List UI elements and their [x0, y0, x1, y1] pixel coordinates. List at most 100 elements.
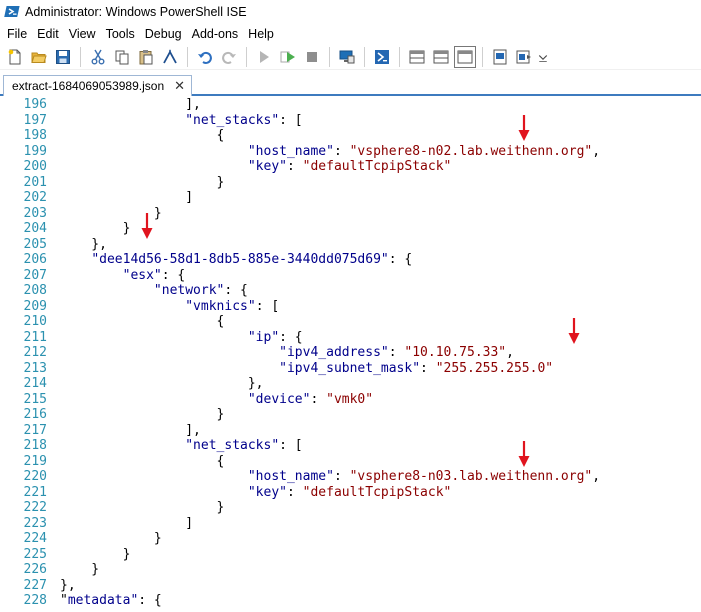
code-line: 207 "esx": {	[0, 268, 701, 284]
line-number: 215	[23, 391, 47, 407]
stop-button[interactable]	[301, 46, 323, 68]
json-key: "dee14d56-58d1-8db5-885e-3440dd075d69"	[91, 252, 389, 267]
cut-icon	[91, 49, 105, 64]
script-editor[interactable]: 196 ],197 "net_stacks": [198 {199 "host_…	[0, 97, 701, 612]
line-number: 204	[23, 221, 47, 236]
line-number: 198	[23, 128, 47, 143]
show-script-maximized-button[interactable]	[454, 45, 476, 68]
json-string: "10.10.75.33"	[404, 345, 507, 360]
code-text: "network": {	[60, 283, 248, 299]
json-punct: }	[60, 500, 225, 515]
json-punct	[60, 485, 248, 500]
json-punct	[60, 330, 248, 345]
show-command-window-button[interactable]	[489, 46, 511, 68]
chevron-down-icon	[538, 54, 548, 62]
save-button[interactable]	[52, 46, 74, 68]
json-string: "vsphere8-n03.lab.weithenn.org"	[349, 469, 593, 484]
paste-button[interactable]	[135, 46, 157, 68]
menu-view[interactable]: View	[68, 27, 96, 41]
copy-button[interactable]	[111, 46, 133, 68]
json-punct	[60, 268, 123, 283]
json-key: "host_name"	[247, 143, 334, 159]
json-punct: }	[60, 174, 225, 190]
new-file-button[interactable]	[4, 46, 26, 68]
code-line: 226 }	[0, 562, 701, 578]
json-punct: ],	[60, 422, 201, 438]
code-line: 218 "net_stacks": [	[0, 438, 701, 454]
red-arrow-icon	[141, 213, 153, 239]
json-key: "ip"	[247, 329, 280, 345]
json-punct: "	[60, 593, 68, 608]
json-key: "network"	[153, 283, 225, 298]
json-punct: ],	[60, 97, 201, 112]
json-key: metadata"	[67, 593, 139, 608]
line-number: 207	[23, 267, 47, 283]
show-command-addon-icon	[516, 50, 531, 63]
code-line: 212 "ipv4_address": "10.10.75.33",	[0, 345, 701, 361]
tab-extract-json[interactable]: extract-1684069053989.json ✕	[3, 75, 193, 96]
code-text: "dee14d56-58d1-8db5-885e-3440dd075d69": …	[60, 252, 412, 268]
code-text: "ip": {	[60, 330, 303, 346]
new-file-icon	[8, 49, 21, 64]
undo-button[interactable]	[194, 46, 216, 68]
json-string: "vmk0"	[326, 391, 374, 407]
json-punct: }	[60, 531, 162, 546]
tab-label: extract-1684069053989.json	[12, 79, 165, 93]
menu-debug[interactable]: Debug	[144, 27, 182, 41]
show-script-maximized-icon	[457, 50, 473, 63]
code-text: ],	[60, 97, 201, 113]
code-line: 220 "host_name": "vsphere8-n03.lab.weith…	[0, 469, 701, 485]
json-punct	[60, 113, 185, 128]
menu-help[interactable]: Help	[248, 27, 274, 41]
code-line: 223 ]	[0, 516, 701, 532]
menu-add-ons[interactable]: Add-ons	[191, 27, 239, 41]
json-punct: : [	[279, 438, 303, 453]
show-script-top-button[interactable]	[406, 46, 428, 68]
menu-file[interactable]: File	[7, 27, 28, 41]
code-line: 197 "net_stacks": [	[0, 113, 701, 129]
menu-tools[interactable]: Tools	[105, 27, 135, 41]
code-line: 222 }	[0, 500, 701, 516]
json-punct	[60, 345, 279, 360]
remote-powershell-icon	[339, 50, 355, 63]
menu-edit[interactable]: Edit	[37, 27, 59, 41]
line-number: 211	[23, 329, 47, 345]
json-key: "key"	[247, 159, 287, 174]
open-button[interactable]	[28, 46, 50, 68]
code-text: {	[60, 128, 225, 144]
show-script-right-button[interactable]	[430, 46, 452, 68]
toolbar-overflow-button[interactable]	[537, 46, 549, 68]
line-number: 197	[23, 112, 47, 128]
powershell-console-button[interactable]	[371, 46, 393, 68]
json-string: "vsphere8-n02.lab.weithenn.org"	[349, 143, 593, 159]
code-line: 221 "key": "defaultTcpipStack"	[0, 485, 701, 501]
json-punct: : {	[224, 283, 248, 298]
copy-icon	[115, 50, 129, 64]
run-script-button[interactable]	[253, 46, 275, 68]
redo-button[interactable]	[218, 46, 240, 68]
clear-console-button[interactable]	[159, 46, 181, 68]
show-command-addon-button[interactable]	[513, 46, 535, 68]
run-icon	[260, 50, 269, 63]
code-line: 224 }	[0, 531, 701, 547]
json-punct: }	[60, 221, 131, 236]
json-punct	[60, 361, 279, 376]
red-arrow-icon	[568, 318, 580, 344]
json-key: "host_name"	[247, 469, 334, 484]
line-number: 196	[23, 97, 47, 112]
json-punct: : {	[138, 593, 162, 608]
line-number: 200	[23, 159, 47, 174]
close-icon[interactable]: ✕	[174, 78, 186, 94]
code-text: ],	[60, 423, 201, 439]
remote-powershell-button[interactable]	[336, 46, 358, 68]
cut-button[interactable]	[87, 46, 109, 68]
line-number: 220	[23, 469, 47, 484]
code-text: "net_stacks": [	[60, 438, 303, 454]
code-line: 208 "network": {	[0, 283, 701, 299]
code-line: 203 }	[0, 206, 701, 222]
code-text: }	[60, 407, 225, 423]
run-selection-button[interactable]	[277, 46, 299, 68]
line-number: 219	[23, 453, 47, 469]
line-number: 227	[23, 577, 47, 593]
json-key: "ipv4_subnet_mask"	[279, 360, 421, 376]
